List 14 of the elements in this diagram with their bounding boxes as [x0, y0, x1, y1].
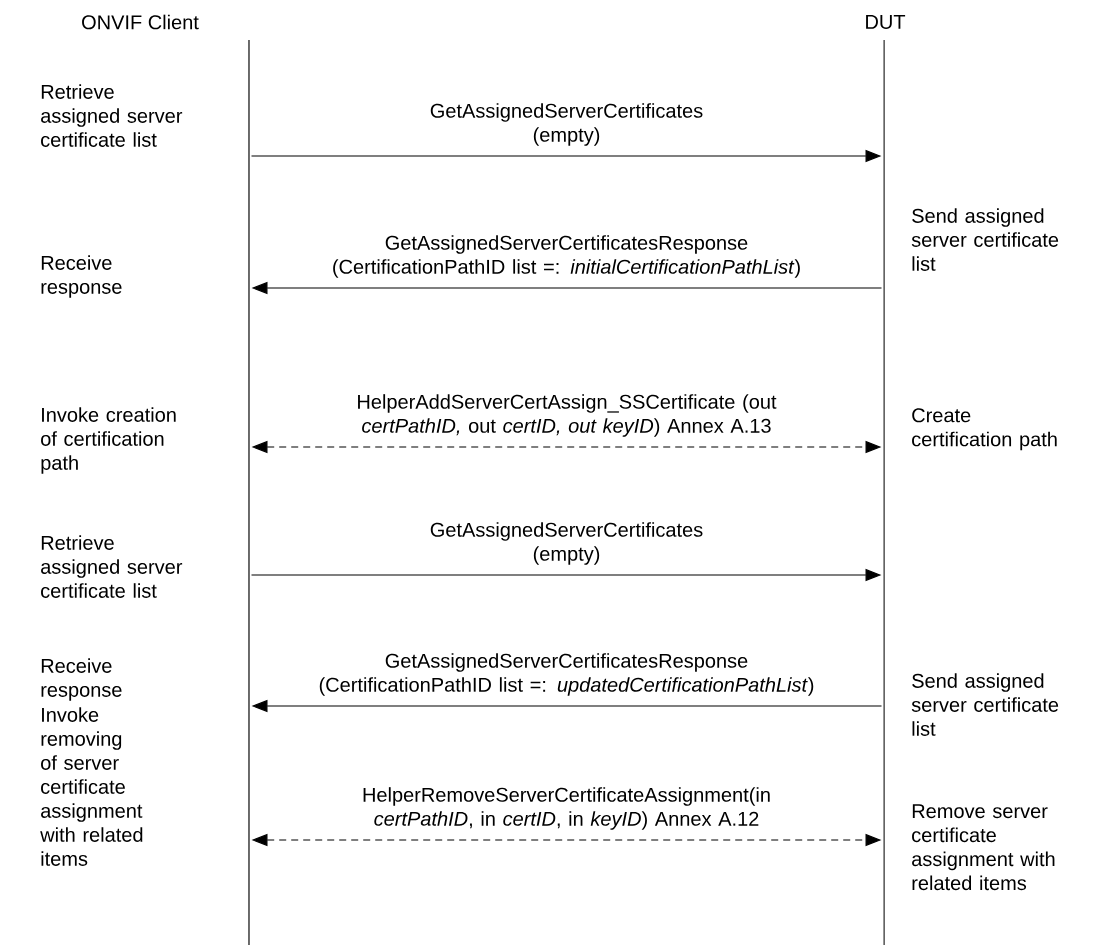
note-text: Receive response — [41, 658, 122, 701]
message-label: HelperRemoveServerCertificateAssignment(in certPathID, in certID, in keyID) Annex A.12 — [363, 787, 770, 830]
note-text: Invoke creation of certification path — [41, 407, 176, 474]
note-text: Retrieve assigned server certificate list — [41, 535, 183, 598]
note-text: Invoke removing of server certificate assignment with related items — [40, 707, 143, 866]
message-label: HelperAddServerCertAssign_SSCertificate (out certPathID, out certID, out keyID) Annex A.13 — [358, 394, 777, 437]
message-label: GetAssignedServerCertificatesResponse (CertificationPathID list =: updatedCertificationPathList) — [319, 653, 814, 696]
participant-label: ONVIF Client — [82, 14, 199, 30]
message-label: GetAssignedServerCertificates (empty) — [430, 103, 703, 146]
participant-label: DUT — [866, 15, 906, 29]
message-label: GetAssignedServerCertificates (empty) — [430, 522, 703, 565]
note-text: Receive response — [41, 255, 122, 298]
note-text: Retrieve assigned server certificate list — [41, 84, 183, 147]
message-label: GetAssignedServerCertificatesResponse (CertificationPathID list =: initialCertificationPathList) — [333, 235, 800, 278]
